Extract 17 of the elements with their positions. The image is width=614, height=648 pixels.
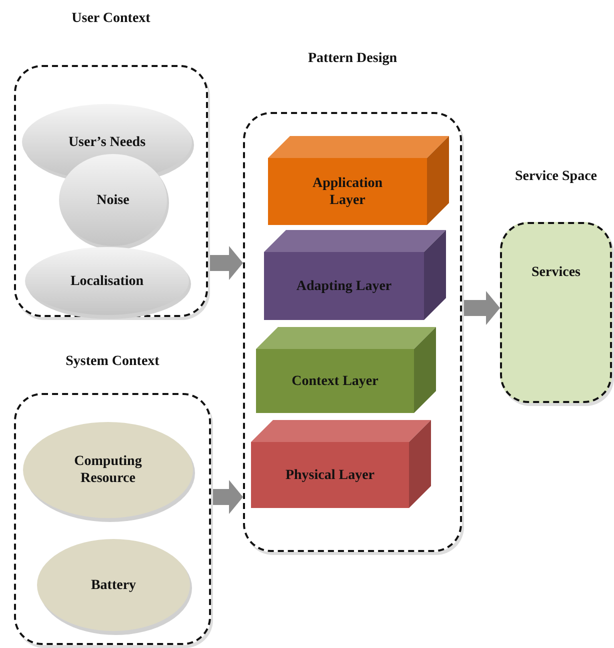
group-heading: User Context <box>72 10 150 28</box>
layer-label: Adapting Layer <box>296 278 392 294</box>
group-heading: Service Space <box>514 168 598 186</box>
layer-label: Physical Layer <box>285 466 375 484</box>
bubble-label: Computing Resource <box>73 453 143 487</box>
layer-label: Application Layer <box>311 174 384 208</box>
bubble-label: Battery <box>90 576 136 594</box>
bubble-label: Noise <box>96 192 130 208</box>
group-heading: Pattern Design <box>308 50 398 68</box>
bubble-label: User’s Needs <box>68 134 146 150</box>
block-arrow <box>213 480 243 514</box>
bubble-label: Localisation <box>70 272 144 290</box>
layer-label: Context Layer <box>292 372 378 390</box>
block-arrow <box>464 291 500 325</box>
block-arrow <box>210 246 243 280</box>
panel-label: Services <box>532 264 580 281</box>
group-heading: System Context <box>66 353 160 371</box>
